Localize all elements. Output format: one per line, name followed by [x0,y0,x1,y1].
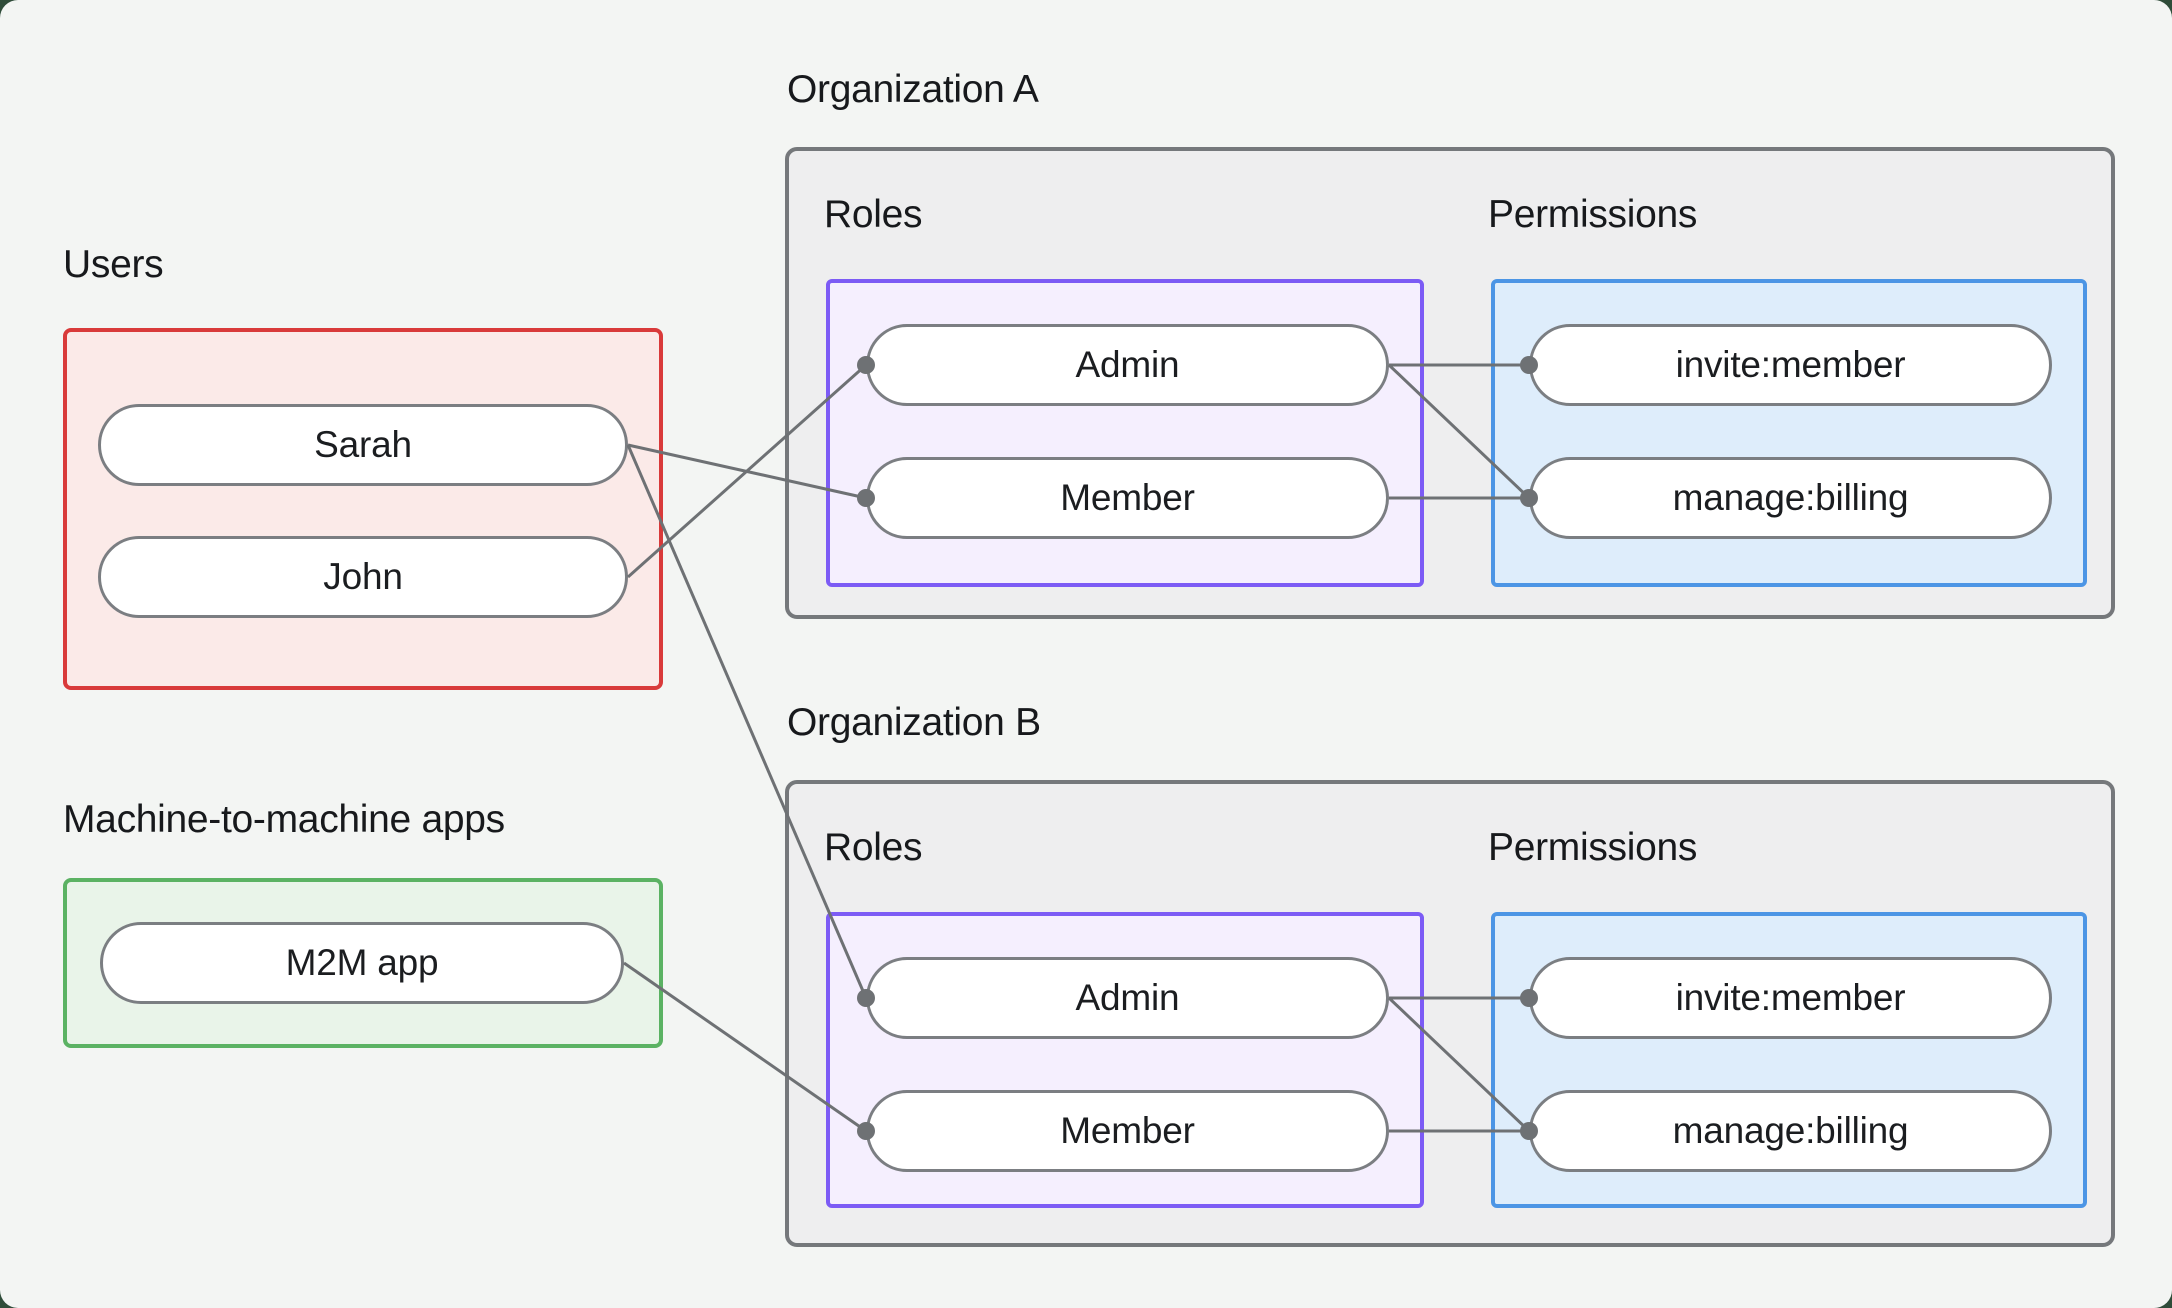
org-a-permission-invite-member-label: invite:member [1675,344,1906,385]
org-b-roles-label: Roles [824,826,923,869]
org-b-title: Organization B [787,701,1041,744]
user-pill-sarah: Sarah [98,404,628,486]
org-b-role-member: Member [866,1090,1389,1172]
org-a-permission-invite-member: invite:member [1529,324,2052,406]
org-a-title: Organization A [787,68,1039,111]
org-a-permissions-label: Permissions [1488,193,1698,236]
org-a-role-member: Member [866,457,1389,539]
user-pill-sarah-label: Sarah [314,424,412,465]
org-b-role-admin-label: Admin [1075,977,1180,1018]
user-pill-john: John [98,536,628,618]
org-b-permission-manage-billing-label: manage:billing [1672,1110,1909,1151]
org-b-permission-invite-member: invite:member [1529,957,2052,1039]
org-a-role-member-label: Member [1060,477,1195,518]
users-box [63,328,663,690]
org-b-role-member-label: Member [1060,1110,1195,1151]
org-b-role-admin: Admin [866,957,1389,1039]
org-b-permissions-label: Permissions [1488,826,1698,869]
user-pill-john-label: John [323,556,403,597]
m2m-group-label: Machine-to-machine apps [63,798,505,841]
org-a-permission-manage-billing-label: manage:billing [1672,477,1909,518]
org-b-permission-manage-billing: manage:billing [1529,1090,2052,1172]
org-b-permission-invite-member-label: invite:member [1675,977,1906,1018]
org-a-permission-manage-billing: manage:billing [1529,457,2052,539]
m2m-app-pill: M2M app [100,922,624,1004]
org-a-role-admin-label: Admin [1075,344,1180,385]
m2m-app-pill-label: M2M app [285,942,439,983]
org-a-role-admin: Admin [866,324,1389,406]
org-a-roles-label: Roles [824,193,923,236]
users-group-label: Users [63,243,164,286]
